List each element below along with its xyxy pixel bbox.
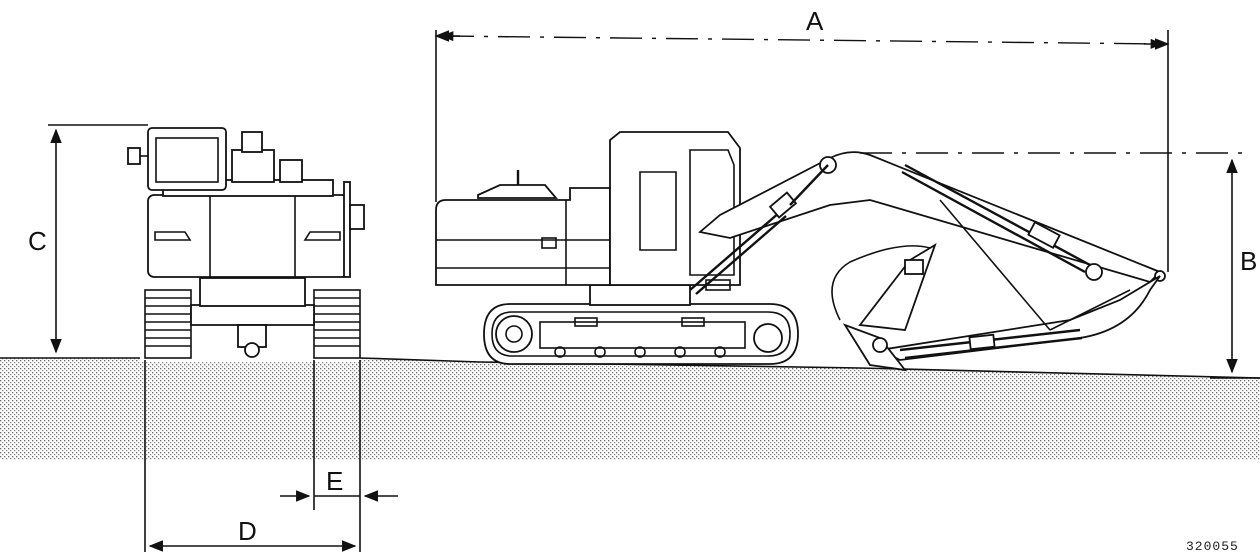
dimension-d: D xyxy=(144,360,361,552)
dimension-a: A xyxy=(434,6,1170,272)
dimension-b: B xyxy=(860,152,1260,379)
arm-and-bucket xyxy=(831,199,1161,372)
ground xyxy=(0,357,1260,460)
dimension-c: C xyxy=(28,124,148,354)
figure-reference: 320055 xyxy=(1186,539,1239,554)
dimension-label-a: A xyxy=(806,6,824,36)
excavator-front-view xyxy=(127,127,365,359)
crawler xyxy=(483,284,799,365)
boom xyxy=(689,151,1166,295)
dimension-label-b: B xyxy=(1240,246,1257,276)
dimension-label-d: D xyxy=(238,516,257,546)
excavator-side-view xyxy=(435,131,1166,372)
dimension-label-c: C xyxy=(28,226,47,256)
dimension-e: E xyxy=(280,360,398,510)
dimension-label-e: E xyxy=(326,466,343,496)
right-track xyxy=(313,289,361,359)
left-track xyxy=(144,289,192,359)
upper-structure xyxy=(435,131,741,291)
